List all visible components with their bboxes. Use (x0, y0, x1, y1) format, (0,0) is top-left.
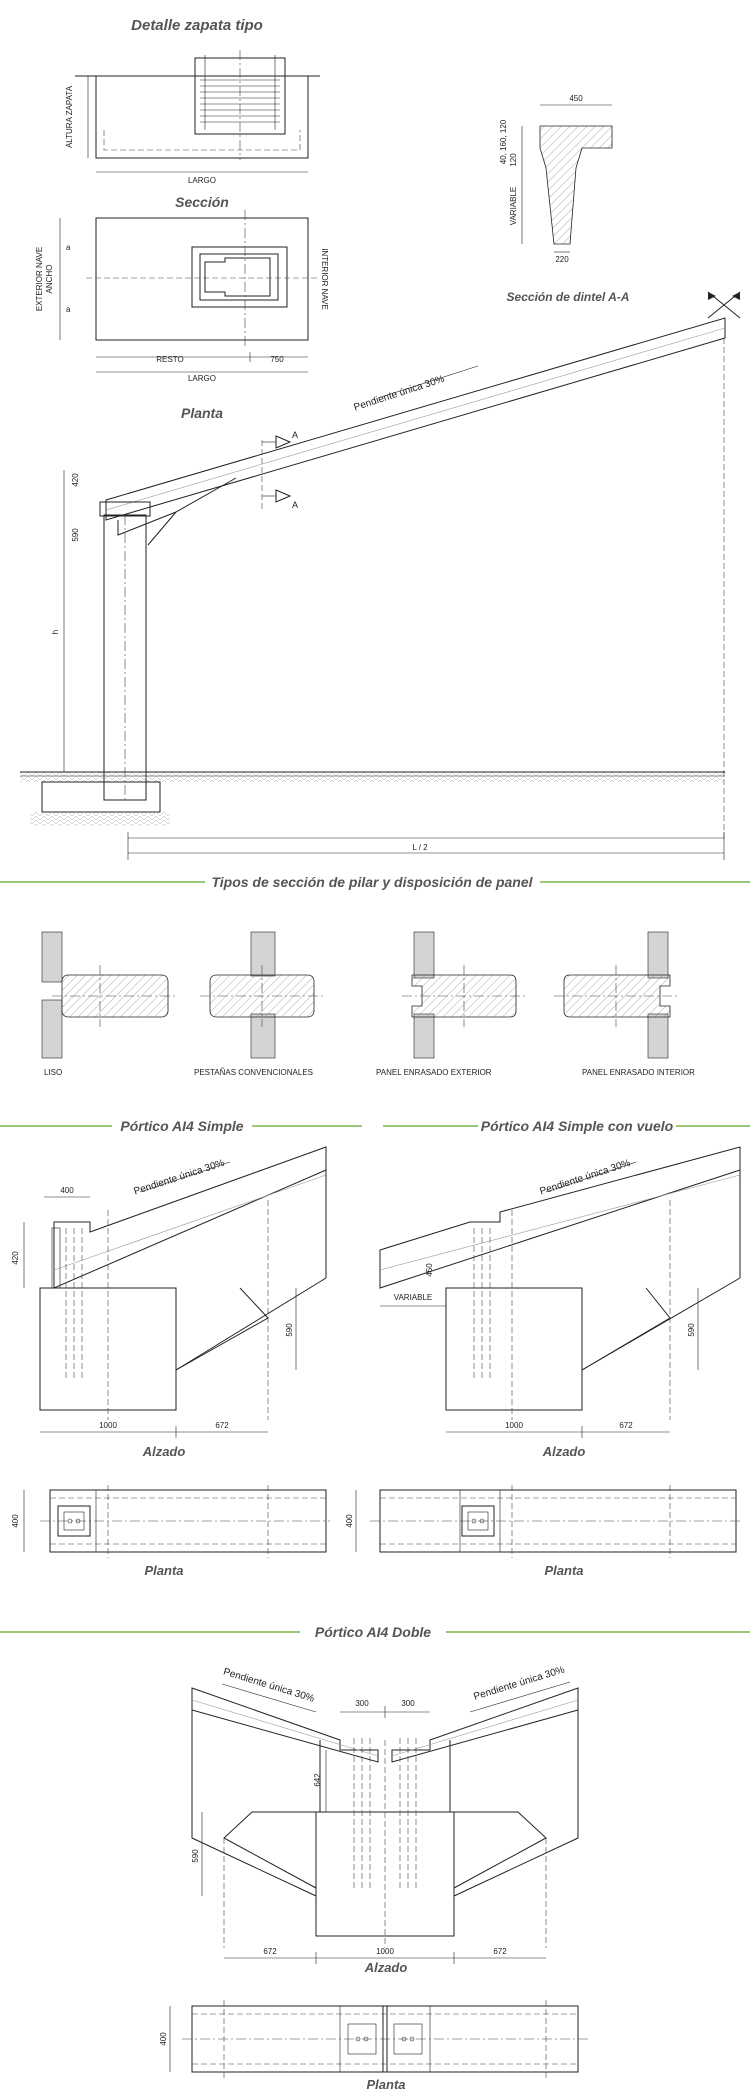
section-type-label-1: LISO (44, 1068, 62, 1077)
cantilever-plan-400: 400 (345, 1514, 354, 1528)
exterior-nave-label: EXTERIOR NAVE (35, 247, 44, 311)
simple-planta-caption: Planta (144, 1563, 183, 1578)
main-dim-h: h (51, 630, 60, 634)
section-type-label-4: PANEL ENRASADO INTERIOR (582, 1068, 695, 1077)
double-planta-caption: Planta (366, 2077, 405, 2092)
simple-dim-590: 590 (285, 1323, 294, 1337)
double-dim-672-left: 672 (263, 1947, 277, 1956)
simple-dim-400: 400 (60, 1186, 74, 1195)
footing-plan-view: EXTERIOR NAVE ANCHO a a INTERIOR NAVE RE… (35, 210, 329, 421)
simple-dim-672: 672 (215, 1421, 229, 1430)
section-type-label-2: PESTAÑAS CONVENCIONALES (194, 1068, 313, 1077)
double-slope-left: Pendiente única 30% (222, 1667, 316, 1705)
footing-section-view: ALTURA ZAPATA LARGO Sección (65, 50, 320, 210)
cantilever-heading: Pórtico AI4 Simple con vuelo (481, 1118, 674, 1134)
lintel-dim-top: 40, 160, 120 (499, 119, 508, 164)
double-dim-300-left: 300 (355, 1699, 369, 1708)
cantilever-dim-450: 450 (425, 1263, 434, 1277)
double-dim-300-right: 300 (401, 1699, 415, 1708)
plan-caption: Planta (181, 405, 223, 421)
section-caption: Sección (175, 194, 229, 210)
main-frame-elevation: Pendiente única 30% A A 420 590 h L / 2 (20, 291, 741, 860)
cantilever-alzado-caption: Alzado (542, 1444, 586, 1459)
a-mark-top: a (66, 243, 71, 252)
footing-detail: Detalle zapata tipo ALTURA ZAPATA LARGO … (35, 17, 329, 421)
portico-cantilever-block: Pórtico AI4 Simple con vuelo Pendiente ú… (345, 1118, 750, 1578)
half-span-label: L / 2 (412, 843, 428, 852)
section-types-block: Tipos de sección de pilar y disposición … (0, 874, 750, 1077)
lintel-caption: Sección de dintel A-A (507, 290, 630, 304)
a-mark-bottom: a (66, 305, 71, 314)
altura-zapata-label: ALTURA ZAPATA (65, 85, 74, 148)
double-dim-590: 590 (191, 1849, 200, 1863)
section-mark-a-top: A (292, 430, 298, 440)
double-elevation: Pendiente única 30% Pendiente única 30% … (191, 1665, 579, 1975)
simple-slope-label: Pendiente única 30% (133, 1158, 226, 1198)
simple-dim-1000: 1000 (99, 1421, 117, 1430)
dim-750: 750 (270, 355, 284, 364)
main-slope-label: Pendiente única 30% (353, 374, 446, 414)
simple-plan-400: 400 (11, 1514, 20, 1528)
lintel-dim-120: 120 (509, 153, 518, 167)
cantilever-planta-caption: Planta (544, 1563, 583, 1578)
double-dim-642: 642 (313, 1773, 322, 1787)
section-mark-a-bottom: A (292, 500, 298, 510)
resto-label: RESTO (156, 355, 183, 364)
section-type-pestanas: PESTAÑAS CONVENCIONALES (194, 931, 324, 1077)
simple-heading: Pórtico AI4 Simple (120, 1118, 243, 1134)
main-dim-420: 420 (71, 473, 80, 487)
lintel-dim-450: 450 (569, 94, 583, 103)
footing-title: Detalle zapata tipo (131, 17, 263, 34)
lintel-section: 450 40, 160, 120 120 VARIABLE 220 Secció… (499, 94, 629, 304)
cantilever-variable: VARIABLE (394, 1293, 433, 1302)
interior-nave-label: INTERIOR NAVE (320, 248, 329, 310)
cantilever-dim-672: 672 (619, 1421, 633, 1430)
double-plan-400: 400 (159, 2032, 168, 2046)
double-alzado-caption: Alzado (364, 1960, 408, 1975)
section-type-enrasado-interior: PANEL ENRASADO INTERIOR (554, 931, 695, 1077)
lintel-variable: VARIABLE (509, 187, 518, 226)
largo-plan-label: LARGO (188, 374, 216, 383)
section-types-heading: Tipos de sección de pilar y disposición … (211, 874, 533, 890)
double-plan: 400 Planta (159, 2000, 588, 2092)
cantilever-plan: 400 Planta (345, 1485, 740, 1578)
lintel-dim-220: 220 (555, 255, 569, 264)
simple-elevation: Pendiente única 30% 400 420 590 1000 672… (11, 1146, 327, 1459)
section-type-label-3: PANEL ENRASADO EXTERIOR (376, 1068, 492, 1077)
double-dim-1000: 1000 (376, 1947, 394, 1956)
simple-alzado-caption: Alzado (142, 1444, 186, 1459)
section-type-enrasado-exterior: PANEL ENRASADO EXTERIOR (376, 931, 526, 1077)
cantilever-dim-1000: 1000 (505, 1421, 523, 1430)
portico-double-block: Pórtico AI4 Doble Pendi (0, 1624, 750, 2092)
section-type-liso: LISO (41, 931, 178, 1077)
portico-simple-block: Pórtico AI4 Simple Pendiente única 30% 4… (0, 1118, 362, 1578)
main-dim-590: 590 (71, 528, 80, 542)
largo-section-label: LARGO (188, 176, 216, 185)
cantilever-slope-label: Pendiente única 30% (539, 1158, 632, 1198)
cantilever-elevation: Pendiente única 30% 450 VARIABLE 590 100… (379, 1146, 741, 1459)
simple-dim-420: 420 (11, 1251, 20, 1265)
ancho-label: ANCHO (45, 265, 54, 294)
double-dim-672-right: 672 (493, 1947, 507, 1956)
simple-plan: 400 Planta (11, 1485, 330, 1578)
double-heading: Pórtico AI4 Doble (315, 1624, 431, 1640)
cantilever-dim-590: 590 (687, 1323, 696, 1337)
